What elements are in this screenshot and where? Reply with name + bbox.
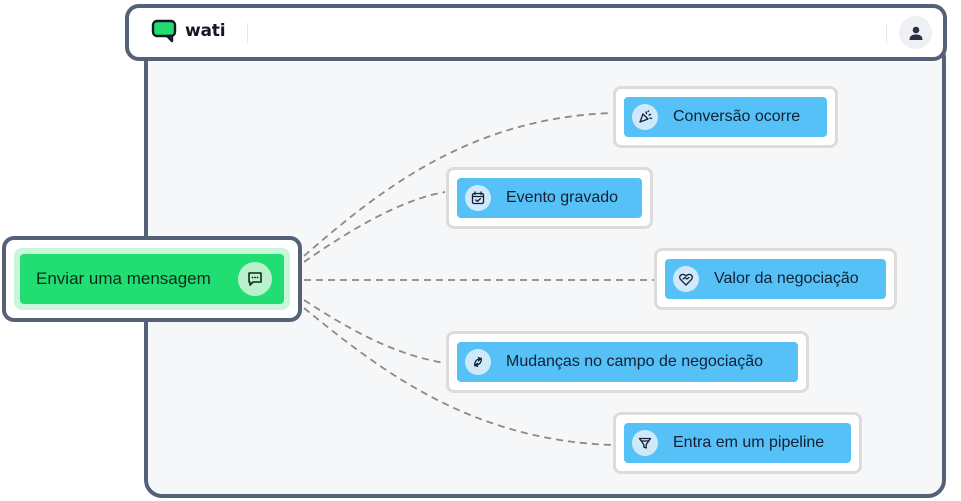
valor-negociacao-button[interactable]: Valor da negociação bbox=[665, 259, 886, 299]
topbar-divider bbox=[886, 23, 887, 43]
wati-logo[interactable]: wati bbox=[151, 19, 226, 43]
party-popper-icon bbox=[632, 104, 658, 130]
user-icon bbox=[909, 26, 922, 40]
source-label: Enviar uma mensagem bbox=[36, 269, 211, 288]
chat-bubble-icon bbox=[238, 262, 272, 296]
mudancas-campo-button[interactable]: Mudanças no campo de negociação bbox=[457, 342, 798, 382]
funnel-icon bbox=[632, 430, 658, 456]
node-label: Conversão ocorre bbox=[673, 108, 801, 125]
source-node: Enviar uma mensagem bbox=[2, 236, 302, 322]
calendar-check-icon bbox=[465, 185, 491, 211]
node-evento-gravado: Evento gravado bbox=[446, 167, 653, 229]
arrows-exchange-icon bbox=[465, 349, 491, 375]
node-conversao-ocorre: Conversão ocorre bbox=[613, 86, 838, 148]
entra-pipeline-button[interactable]: Entra em um pipeline bbox=[624, 423, 851, 463]
heart-handshake-icon bbox=[673, 266, 699, 292]
connector-to-conversao bbox=[303, 112, 613, 257]
connector-to-evento bbox=[303, 191, 446, 263]
node-label: Mudanças no campo de negociação bbox=[506, 353, 764, 370]
conversao-ocorre-button[interactable]: Conversão ocorre bbox=[624, 97, 827, 137]
node-mudancas-campo: Mudanças no campo de negociação bbox=[446, 331, 809, 393]
wati-logo-icon bbox=[151, 19, 177, 43]
topbar-divider bbox=[247, 23, 248, 43]
evento-gravado-button[interactable]: Evento gravado bbox=[457, 178, 642, 218]
send-message-button[interactable]: Enviar uma mensagem bbox=[20, 254, 284, 304]
logo-text: wati bbox=[185, 21, 226, 41]
connector-to-mudancas bbox=[303, 299, 446, 364]
user-avatar[interactable] bbox=[899, 16, 932, 49]
connector-to-pipeline bbox=[303, 307, 613, 446]
node-entra-pipeline: Entra em um pipeline bbox=[613, 412, 862, 474]
node-label: Valor da negociação bbox=[714, 270, 859, 287]
node-label: Entra em um pipeline bbox=[673, 434, 825, 451]
node-valor-negociacao: Valor da negociação bbox=[654, 248, 897, 310]
node-label: Evento gravado bbox=[506, 189, 619, 206]
top-bar: wati bbox=[125, 4, 947, 61]
